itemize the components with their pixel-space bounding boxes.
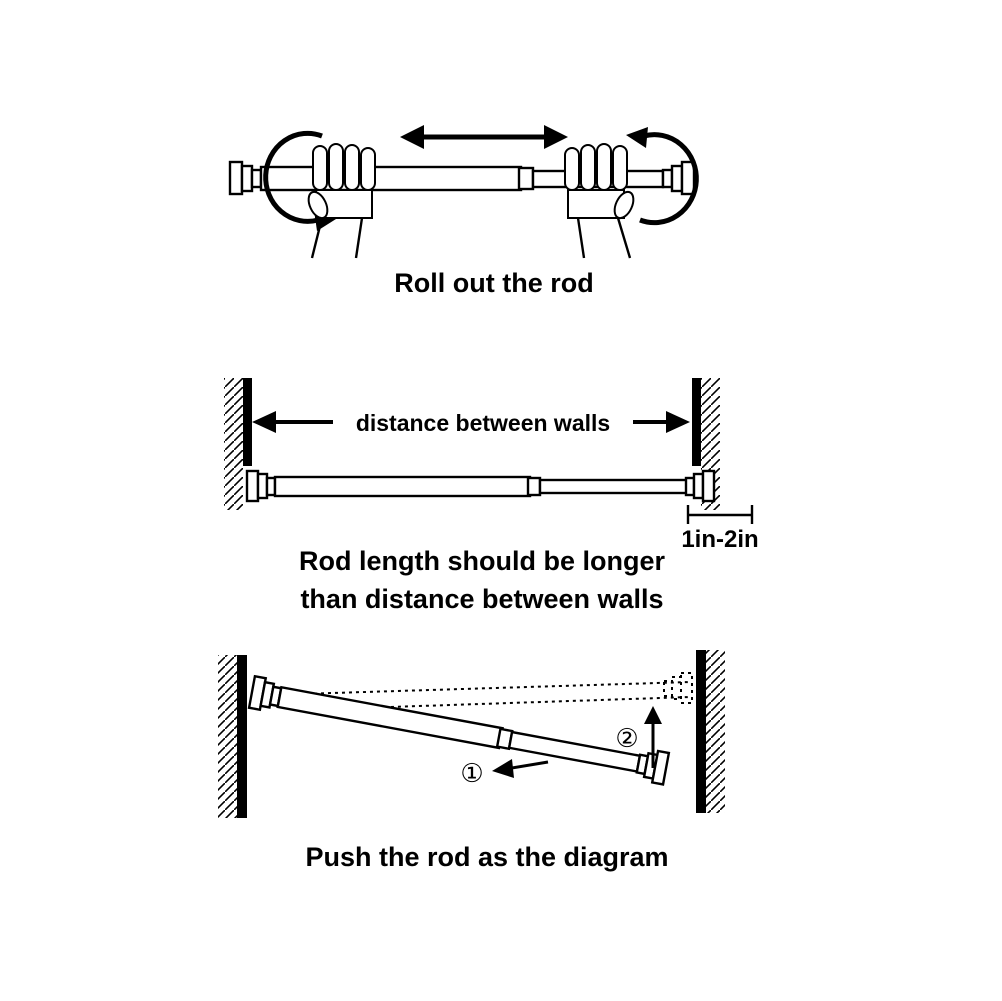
rod-collar — [526, 476, 542, 497]
right-hand — [564, 143, 635, 259]
finger — [344, 144, 360, 191]
rod-angled — [247, 674, 671, 786]
thumb — [613, 190, 635, 220]
rod-collar — [517, 166, 535, 191]
arrowhead-left — [252, 411, 276, 433]
caption-push: Push the rod as the diagram — [305, 842, 668, 872]
finger — [328, 143, 344, 191]
rod-end-cap-left-neck — [250, 168, 263, 189]
dotted-end-cap-mid — [671, 676, 682, 700]
rotation-arrow-right — [626, 127, 699, 226]
label-backdrop — [333, 404, 633, 439]
wall-hatching — [706, 650, 725, 813]
arrowhead — [492, 759, 514, 778]
panel-push: ① ② Push the rod as the diagram — [218, 650, 725, 872]
finger — [360, 147, 376, 191]
wrist-line — [576, 217, 586, 259]
wrist-line — [616, 217, 632, 259]
overlap-dimension: 1in-2in — [681, 505, 759, 553]
dotted-end-cap-neck — [663, 680, 673, 697]
left-hand — [307, 143, 376, 259]
wall-face — [237, 655, 247, 818]
caption-roll: Roll out the rod — [394, 268, 593, 298]
rod-end-cap-left — [245, 469, 260, 503]
rod-end-cap-left-mid — [256, 472, 269, 500]
rod-end-cap-right-mid — [670, 164, 684, 193]
finger — [580, 144, 596, 191]
rod-end-cap-right-mid — [692, 472, 705, 500]
panel-roll: Roll out the rod — [228, 125, 699, 298]
arrowhead-left — [400, 125, 424, 149]
step1-marker: ① — [460, 759, 483, 789]
arrowhead — [626, 127, 648, 148]
wall-hatching — [224, 378, 243, 510]
rod-end-cap-right-neck — [684, 476, 696, 497]
step1: ① — [460, 759, 549, 789]
wall-left — [224, 378, 252, 510]
arrowhead-right — [544, 125, 568, 149]
rod-between-walls — [245, 469, 716, 503]
caption-length-line2: than distance between walls — [300, 584, 663, 614]
distance-label: distance between walls — [356, 410, 610, 436]
finger — [564, 147, 580, 191]
panel-length: distance between walls 1in-2in Rod lengt… — [224, 378, 759, 614]
step2-marker: ② — [615, 724, 638, 754]
finger — [312, 145, 328, 191]
slide-arrow — [400, 125, 568, 149]
rod-tube-thick — [276, 685, 504, 750]
rod-end-cap-right — [650, 749, 671, 786]
arrowhead-right — [666, 411, 690, 433]
rod-tube-thick — [259, 165, 523, 192]
wrist-line — [310, 217, 324, 259]
rod-end-cap-left-mid — [240, 164, 254, 193]
finger — [612, 145, 628, 191]
wall-left — [218, 655, 247, 818]
wall-face — [696, 650, 706, 813]
finger — [596, 143, 612, 191]
dotted-end-cap — [680, 672, 693, 704]
step2: ② — [615, 706, 662, 768]
rod-end-cap-left — [228, 160, 244, 196]
rod-end-cap-left-neck — [265, 476, 277, 497]
rod-end-cap-right-neck — [661, 168, 674, 189]
wall-right — [696, 650, 725, 813]
rod-tube-thick — [273, 475, 532, 498]
rod-end-cap-right — [680, 160, 696, 196]
wall-face — [692, 378, 701, 466]
step1-arrow — [505, 760, 549, 771]
wrist-line — [354, 217, 364, 259]
caption-length-line1: Rod length should be longer — [299, 546, 665, 576]
distance-arrow: distance between walls — [252, 404, 690, 439]
wall-face — [243, 378, 252, 466]
wall-hatching — [218, 655, 237, 818]
rod-tube-thin — [538, 478, 690, 495]
thumb — [307, 190, 329, 220]
arrowhead — [644, 706, 662, 724]
overlap-label: 1in-2in — [681, 526, 758, 553]
rod-end-cap-right — [701, 469, 716, 503]
